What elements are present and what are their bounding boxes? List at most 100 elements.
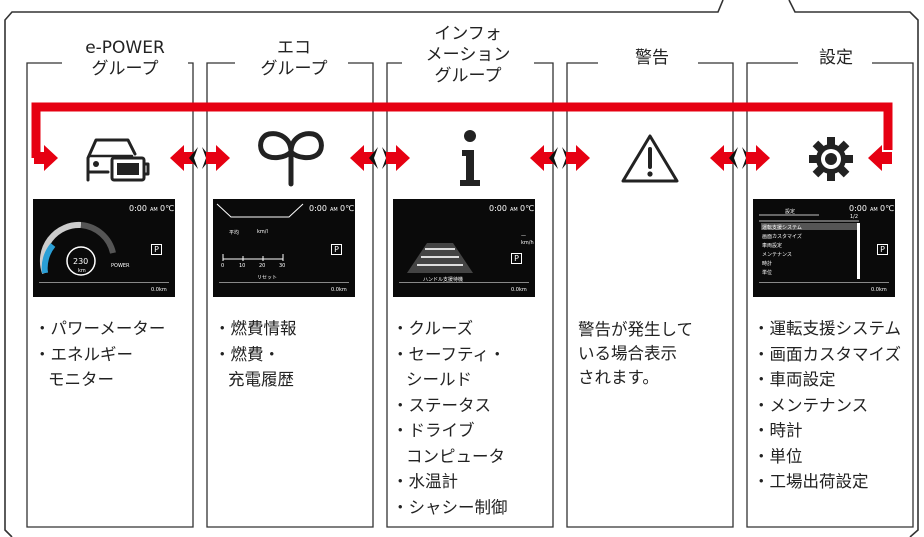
park-indicator: P	[511, 253, 522, 264]
settings-title: 設定	[785, 209, 796, 215]
list-item-continued: 充電履歴	[228, 370, 294, 389]
road-graphic	[407, 243, 473, 273]
feature-list-eco: ・燃費情報 ・燃費・ 充電履歴	[214, 316, 297, 393]
nav-arrow-left	[530, 145, 554, 171]
eco-leaf-icon	[258, 131, 324, 187]
nav-arrow-left	[710, 145, 734, 171]
power-value: 230	[73, 257, 89, 266]
group-header-info: インフォ メーション グループ	[402, 24, 534, 87]
screen-clock: 0:00	[129, 204, 147, 213]
warning-note-line: いる場合表示	[578, 344, 677, 363]
screen-status-bar	[39, 282, 169, 292]
list-item-continued: シールド	[406, 370, 472, 389]
screen-ampm: AM	[510, 207, 518, 213]
park-indicator: P	[331, 244, 342, 255]
eco-scale-30: 30	[279, 263, 286, 269]
list-item: ・工場出荷設定	[753, 472, 869, 491]
eco-screen: 0:00 AM 0℃ 平均 km/l 0 10 20 30 リセット P 0.0…	[213, 199, 355, 297]
list-item: ・燃費・	[214, 344, 280, 364]
list-item: ・画面カスタマイズ	[753, 344, 902, 364]
warning-note-line: 警告が発生して	[578, 320, 694, 339]
list-item: ・単位	[753, 446, 803, 466]
screen-clock: 0:00	[489, 204, 507, 213]
screen-temp: 0℃	[880, 204, 895, 213]
settings-menu-item: 画面カスタマイズ	[762, 234, 802, 240]
list-item: ・車両設定	[753, 370, 836, 389]
power-gauge	[39, 221, 116, 276]
settings-menu-frame	[759, 214, 860, 279]
info-icon	[460, 130, 480, 186]
list-item: ・ステータス	[392, 395, 491, 415]
info-steer-status: ハンドル支援待機	[423, 277, 464, 283]
group-header-warning: 警告	[608, 48, 696, 69]
warning-icon	[621, 134, 679, 183]
list-item: ・パワーメーター	[34, 319, 166, 338]
list-item: ・運転支援システム	[753, 319, 902, 338]
gear-icon	[809, 137, 853, 181]
list-item: ・メンテナンス	[753, 395, 869, 415]
park-indicator: P	[877, 244, 888, 255]
list-item: ・水温計	[392, 472, 458, 491]
screen-clock: 0:00	[849, 204, 867, 213]
nav-chevron-left	[369, 147, 378, 169]
group-header-line: グループ	[260, 59, 328, 79]
park-indicator: P	[151, 244, 162, 255]
list-item-continued: コンピュータ	[406, 446, 505, 466]
screen-status-bar	[399, 282, 529, 292]
gear-tooth	[827, 171, 835, 181]
group-header-line: インフォ	[434, 24, 502, 44]
car-battery-icon	[86, 138, 150, 182]
screen-status-bar	[219, 282, 349, 292]
group-header-line: グループ	[91, 59, 159, 79]
settings-menu-item: メンテナンス	[762, 252, 792, 258]
settings-screen: 0:00 AM 0℃ 設定 1/2 運転支援システム 画面カスタマイズ 車両設定…	[753, 199, 895, 297]
warning-note-line: されます。	[578, 368, 659, 387]
screen-odo: 0.0km	[871, 287, 887, 293]
gear-tooth	[827, 137, 835, 147]
eco-scale-0: 0	[221, 263, 225, 269]
nav-arrow-left	[350, 145, 374, 171]
nav-arrow-right	[34, 145, 58, 171]
screen-temp: 0℃	[160, 204, 175, 213]
group-header-line: グループ	[434, 66, 502, 86]
nav-chevron-left	[729, 147, 738, 169]
screen-odo: 0.0km	[151, 287, 167, 293]
nav-arrow-left	[868, 145, 892, 171]
list-item: ・エネルギー	[34, 344, 133, 364]
screen-temp: 0℃	[340, 204, 355, 213]
eco-scale-10: 10	[239, 263, 246, 269]
info-speed-value: —	[521, 233, 526, 239]
screen-ampm: AM	[330, 207, 338, 213]
group-header-line: メーション	[425, 45, 511, 65]
list-item: ・時計	[753, 421, 803, 440]
nav-arrow-right	[206, 145, 230, 171]
feature-list-epower: ・パワーメーター ・エネルギー モニター	[34, 316, 165, 393]
settings-menu-item: 時計	[762, 261, 773, 267]
list-item: ・シャシー制御	[392, 497, 508, 517]
warning-note: 警告が発生して いる場合表示 されます。	[578, 318, 693, 390]
settings-page: 1/2	[850, 214, 859, 220]
screen-temp: 0℃	[520, 204, 535, 213]
info-speed-unit: km/h	[521, 240, 534, 246]
group-header-settings: 設定	[800, 48, 872, 69]
screen-clock: 0:00	[309, 204, 327, 213]
group-header-eco: エコ グループ	[240, 38, 348, 80]
group-header-line: 警告	[635, 48, 669, 68]
nav-chevron-left	[549, 147, 558, 169]
screen-ampm: AM	[150, 207, 158, 213]
list-item: ・燃費情報	[214, 319, 297, 338]
feature-list-info: ・クルーズ ・セーフティ・ シールド ・ステータス ・ドライブ コンピュータ ・…	[392, 316, 508, 520]
info-screen: 0:00 AM 0℃ — km/h ハンドル支援待機 P 0.0km	[393, 199, 535, 297]
settings-menu-item: 車両設定	[762, 243, 783, 249]
settings-menu-item: 運転支援システム	[762, 225, 802, 231]
list-item-continued: モニター	[48, 370, 114, 389]
screen-odo: 0.0km	[511, 287, 527, 293]
power-label: POWER	[111, 263, 130, 269]
feature-list-settings: ・運転支援システム ・画面カスタマイズ ・車両設定 ・メンテナンス ・時計 ・単…	[753, 316, 901, 495]
eco-reset: リセット	[257, 275, 278, 281]
screen-status-bar	[759, 282, 889, 292]
list-item: ・ドライブ	[392, 421, 475, 440]
group-header-epower: e-POWER グループ	[62, 38, 188, 80]
